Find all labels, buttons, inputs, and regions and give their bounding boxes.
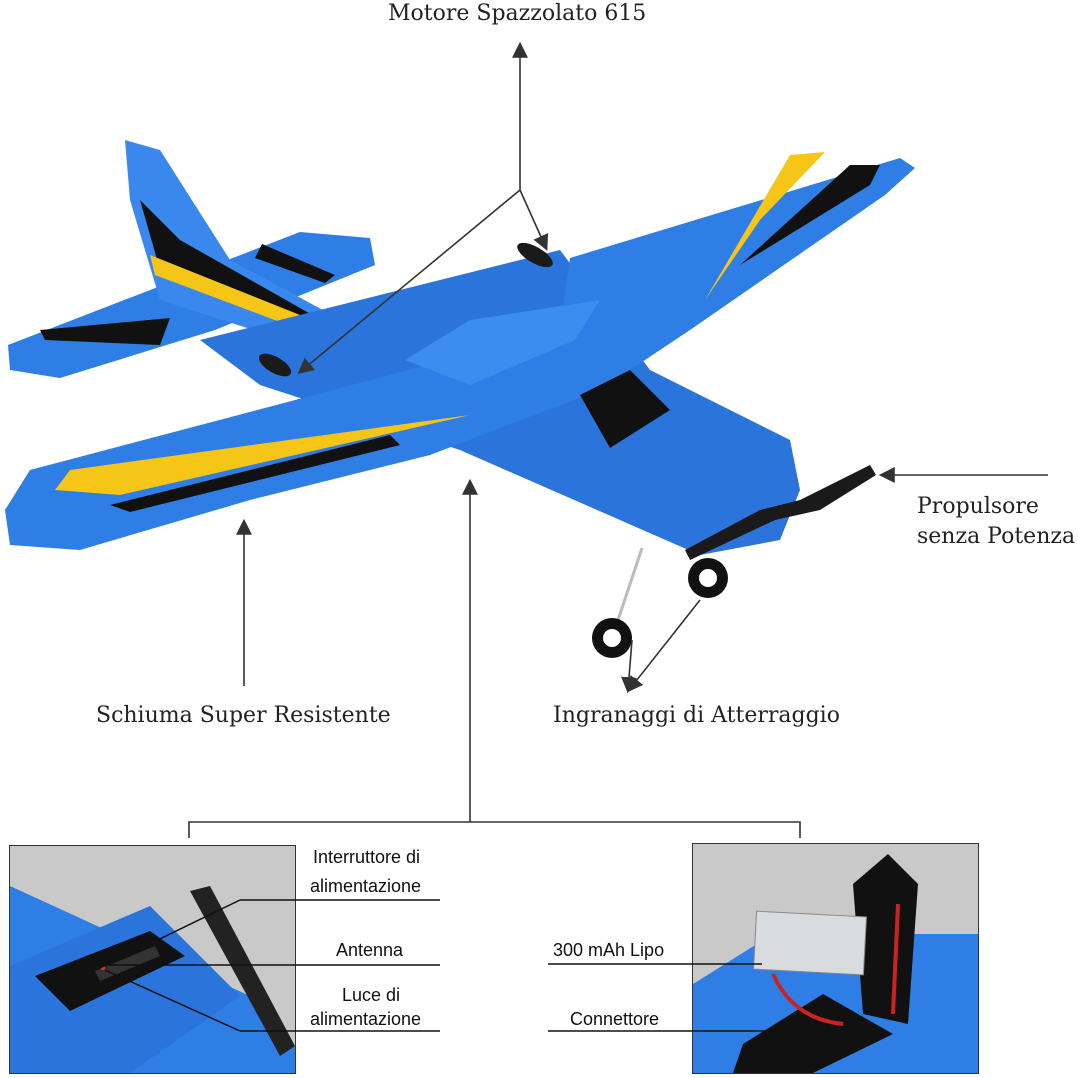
motor-prop — [517, 242, 553, 268]
rear-motor — [258, 353, 292, 377]
power-switch-photo — [9, 845, 296, 1074]
label-battery: 300 mAh Lipo — [553, 940, 665, 960]
battery-photo — [692, 843, 979, 1074]
label-propeller: Propulsore — [917, 494, 1039, 519]
label-power-light: Luce di — [342, 985, 401, 1005]
label-motor: Motore Spazzolato 615 — [388, 1, 647, 26]
label-propeller-2: senza Potenza — [917, 524, 1076, 549]
label-foam: Schiuma Super Resistente — [96, 703, 391, 728]
label-power-light-2: alimentazione — [310, 1009, 422, 1029]
label-power-switch: Interruttore di — [313, 847, 421, 867]
label-power-switch-2: alimentazione — [310, 876, 422, 896]
label-connector: Connettore — [570, 1009, 660, 1029]
label-landing-gear: Ingranaggi di Atterraggio — [553, 703, 840, 728]
label-antenna: Antenna — [336, 940, 404, 960]
main-wing — [5, 152, 915, 550]
callout-arrows — [188, 41, 1048, 838]
pusher-propeller — [685, 465, 876, 560]
cockpit-window — [580, 370, 670, 448]
